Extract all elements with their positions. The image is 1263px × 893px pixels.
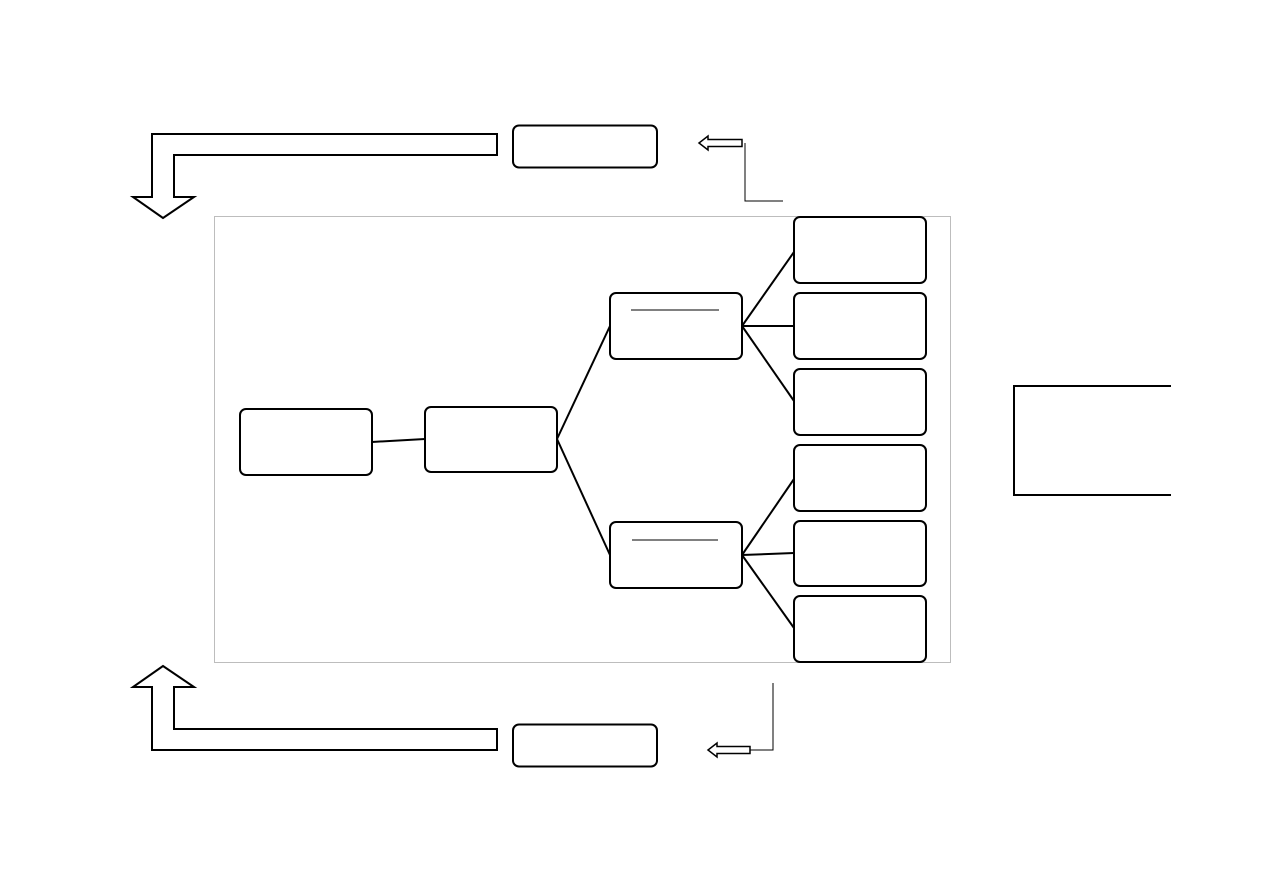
side-panel-bracket [1013,385,1171,496]
side-panel [1013,385,1171,496]
level1-node [424,406,558,473]
small-arrow-left-bottom-icon [706,741,751,759]
top-connector-line [744,143,783,202]
bent-arrow-up-icon [129,664,498,751]
connector-level1-upper [556,325,611,440]
leaf-node-1 [793,216,927,284]
connector-lower-leaf-4 [741,478,795,556]
connector-level1-lower [556,438,611,556]
connector-upper-leaf-3 [741,325,795,402]
leaf-node-5 [793,520,927,587]
connector-root-level1 [371,438,426,443]
connector-lower-leaf-5 [741,552,795,556]
connector-upper-leaf-1 [741,251,795,327]
tree-connectors [371,251,795,629]
root-node [239,408,373,476]
connector-lower-leaf-6 [741,554,795,629]
content-frame [214,216,951,663]
bottom-note-box [512,723,658,768]
branch-upper-node [609,292,743,360]
bent-arrow-down-icon [129,133,498,220]
leaf-node-4 [793,444,927,512]
branch-lower-node [609,521,743,589]
top-note-box [512,124,658,169]
leaf-node-6 [793,595,927,663]
leaf-node-2 [793,292,927,360]
small-arrow-left-top-icon [697,134,743,152]
bottom-connector-line [750,683,774,751]
leaf-node-3 [793,368,927,436]
